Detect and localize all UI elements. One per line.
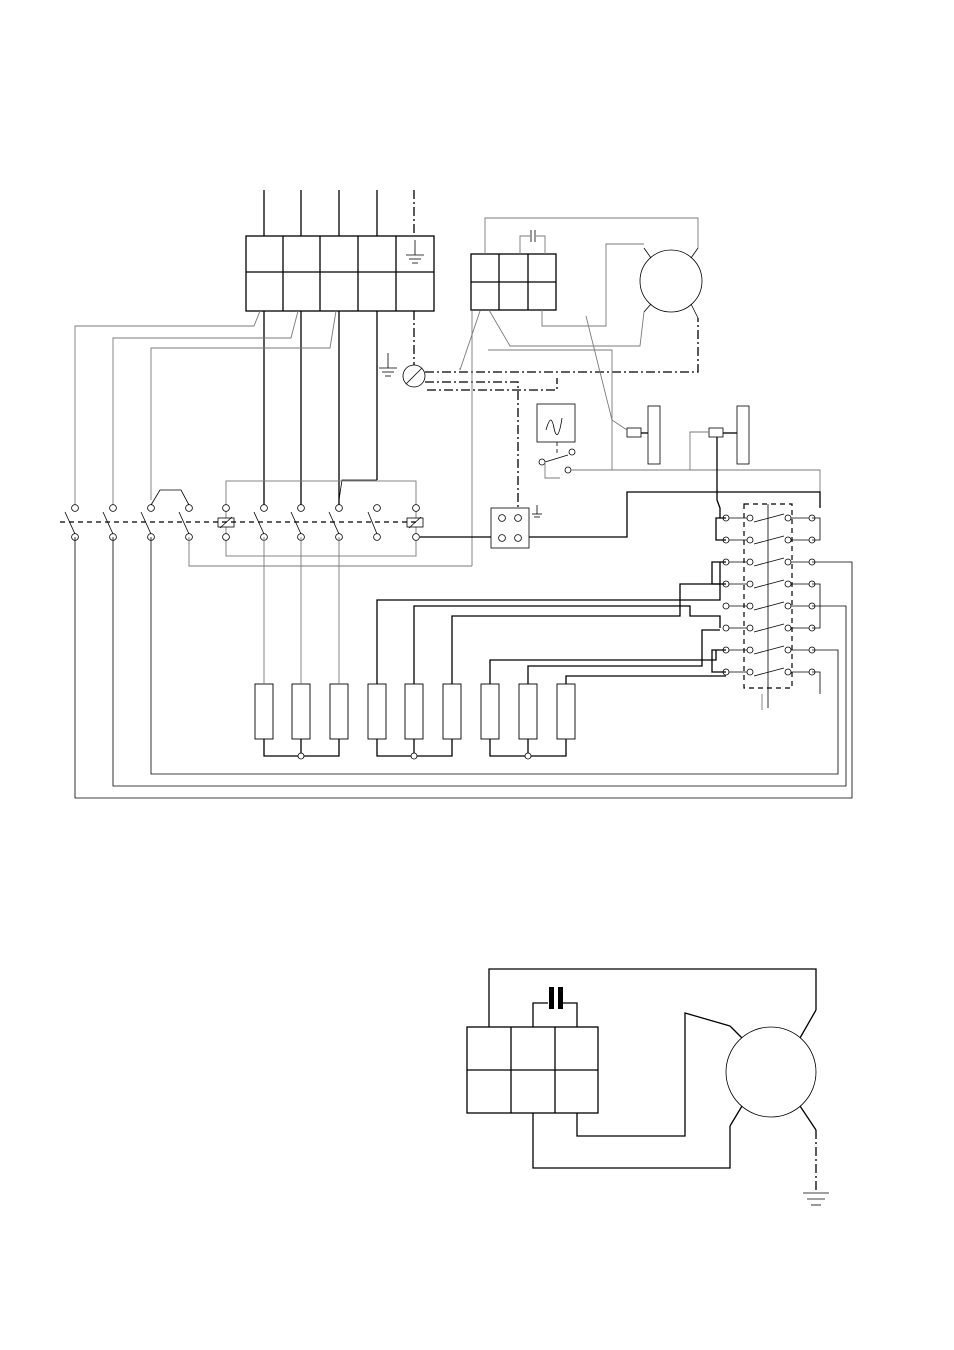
heating-element [481,684,499,739]
selector-contact-pair [723,602,815,610]
heating-element [255,684,273,739]
ground-icon [803,1193,829,1205]
selector-switch [723,504,815,708]
star-point-node [411,753,417,759]
capacitor-icon [533,987,577,1027]
contactor-to-element-wires [264,537,339,684]
motor-terminal-block [471,254,556,310]
star-point-node [525,753,531,759]
contactor [218,481,423,556]
ground-icon [532,505,542,517]
heating-element [368,684,386,739]
selector-contact-pair [723,558,815,566]
thermostat [537,404,575,473]
heating-element [330,684,348,739]
heating-element [292,684,310,739]
selector-contact-pair [723,668,815,676]
thermal-cutout-left [627,406,660,464]
selector-contact-pair [723,624,815,632]
return-wires [75,518,852,798]
selector-contact-pair [723,536,815,544]
supply-terminal-block [246,236,434,311]
switch-bank [65,490,192,540]
heating-element [405,684,423,739]
selector-contact-pair [723,514,815,522]
earth-screw-icon [403,365,425,387]
supply-leads [264,190,414,236]
motor-icon [726,1010,816,1130]
junction-terminal-block [491,505,542,548]
selector-contact-pair [723,580,815,588]
heating-element [443,684,461,739]
capacitor-icon [520,230,545,254]
thermal-cutout-right [709,406,749,464]
motor-icon [640,248,702,318]
ground-icon [379,353,397,376]
star-point-node [298,753,304,759]
heating-element [519,684,537,739]
element-to-selector-wires [377,518,726,684]
heating-elements [255,684,575,759]
supply-to-contactor-wires [75,311,377,508]
detail-motor-wiring [467,969,829,1205]
selector-contact-pair [723,646,815,654]
switch-return-wire [189,537,472,566]
selector-feed-wire [529,492,820,537]
heating-element [557,684,575,739]
